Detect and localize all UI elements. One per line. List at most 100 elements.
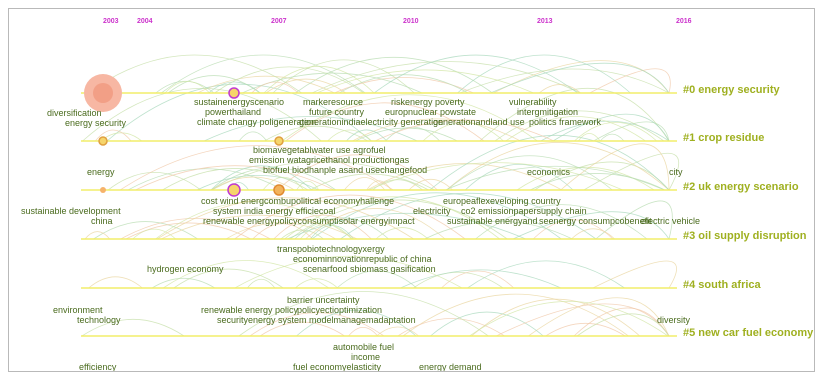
term-label: china — [91, 216, 113, 226]
term-label: efficiency — [79, 362, 117, 372]
citation-arc — [94, 129, 132, 142]
citation-arc — [311, 61, 581, 94]
citation-arc — [107, 172, 201, 191]
citation-arc — [161, 54, 366, 94]
citation-arc — [295, 278, 338, 289]
citation-arc — [413, 271, 504, 289]
citation-node-core[interactable] — [93, 83, 113, 103]
citation-arc — [424, 220, 573, 240]
citation-arc — [528, 297, 670, 337]
citation-arc — [446, 155, 613, 191]
term-label: energy — [87, 167, 115, 177]
year-label-2010: 2010 — [403, 18, 419, 25]
citation-arc — [252, 223, 314, 240]
term-label: economics — [527, 167, 571, 177]
term-label: vulnerability — [509, 97, 557, 107]
citation-arc — [576, 313, 670, 337]
cluster-label-energy-security[interactable]: #0 energy security — [683, 84, 780, 96]
cluster-label-south-africa[interactable]: #4 south africa — [683, 279, 761, 291]
term-label: electricity — [413, 206, 451, 216]
citation-arc — [135, 165, 335, 191]
citation-arc — [88, 276, 143, 289]
citation-node[interactable] — [274, 136, 284, 146]
citation-arc — [327, 129, 372, 142]
term-label: environment — [53, 305, 103, 315]
citation-arc — [173, 268, 284, 289]
citation-arc — [446, 142, 670, 191]
co-citation-arcs — [81, 54, 679, 337]
citation-arc — [340, 192, 597, 240]
term-label: politics framework — [529, 117, 602, 127]
citation-arc — [469, 300, 669, 337]
citation-arc — [295, 56, 493, 94]
citation-arc — [234, 255, 463, 289]
citation-arc — [479, 87, 670, 142]
term-label: generationandland use — [433, 117, 525, 127]
term-label: barrier uncertainty — [287, 295, 360, 305]
citation-arc — [156, 197, 414, 240]
citation-arc — [493, 60, 670, 94]
citation-arc — [120, 145, 394, 191]
term-label: securityenergy system — [217, 315, 307, 325]
citation-node[interactable] — [100, 187, 106, 193]
term-label: fuel economyelasticity — [293, 362, 382, 372]
term-label: energy demand — [419, 362, 482, 372]
term-label: electric vehicle — [641, 216, 701, 226]
citation-node[interactable] — [227, 183, 241, 197]
term-label: energy security — [65, 118, 127, 128]
citation-arc — [127, 168, 284, 191]
citation-arc — [445, 165, 665, 191]
citation-arc — [247, 278, 276, 289]
citation-arc — [281, 94, 538, 142]
citation-arc — [296, 309, 417, 337]
term-label: modelmanagemadaptation — [309, 315, 416, 325]
citation-node[interactable] — [228, 87, 240, 99]
citation-arc — [294, 217, 389, 240]
cluster-label-crop-residue[interactable]: #1 crop residue — [683, 132, 765, 144]
citation-arc — [164, 80, 210, 94]
citation-arc — [595, 200, 673, 240]
citation-arc — [540, 120, 670, 142]
citation-node[interactable] — [98, 136, 108, 146]
term-label: biomavegetablwater use agrofuel — [253, 145, 386, 155]
cluster-label-oil-supply-disruption[interactable]: #3 oil supply disruption — [683, 230, 807, 242]
citation-arc — [273, 214, 372, 240]
year-label-2003: 2003 — [103, 18, 119, 25]
term-label: transpobiotechnologyxergy — [277, 244, 385, 254]
citation-arc — [346, 129, 388, 142]
term-label: seenergy consumpcobenefit — [539, 216, 652, 226]
citation-arc — [571, 228, 615, 240]
term-label: co2 emissionpapersupply chain — [461, 206, 587, 216]
term-label: sustainenergyscenario — [194, 97, 285, 107]
citation-arc — [336, 270, 417, 289]
citation-arc — [106, 83, 372, 142]
citation-arc — [210, 165, 313, 191]
citation-arc — [366, 163, 563, 191]
citation-arc — [496, 303, 670, 337]
citation-arc — [81, 319, 185, 337]
term-label: sustainable energyand — [447, 216, 538, 226]
term-label: diversification — [47, 108, 102, 118]
citation-arc — [225, 222, 336, 240]
citation-arc — [352, 118, 521, 142]
citation-arc — [120, 218, 271, 240]
citation-arc — [583, 152, 679, 191]
citation-arc — [599, 133, 625, 142]
citation-arc — [262, 176, 305, 191]
term-label: future country — [309, 107, 365, 117]
term-label: powerthailand — [205, 107, 262, 117]
term-label: cost wind energcombupolitical economyhal… — [201, 196, 395, 206]
citation-arc — [464, 163, 574, 191]
cluster-label-uk-energy-scenario[interactable]: #2 uk energy scenario — [683, 181, 799, 193]
citation-arc — [538, 84, 581, 94]
citation-arc — [285, 102, 485, 142]
citation-arc — [151, 278, 216, 289]
citation-arc — [397, 318, 505, 337]
year-label-2004: 2004 — [137, 18, 153, 25]
cluster-label-new-car-fuel-economy[interactable]: #5 new car fuel economy — [683, 327, 814, 339]
citation-arc — [211, 176, 295, 191]
term-label: generationindiaelectricity generation — [299, 117, 444, 127]
term-label: riskenergy poverty — [391, 97, 465, 107]
citation-arc — [211, 167, 337, 191]
citation-node[interactable] — [273, 184, 285, 196]
